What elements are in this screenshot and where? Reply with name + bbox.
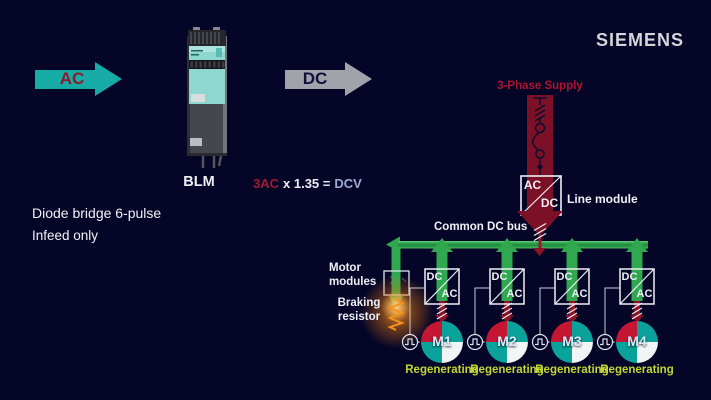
motor-2-status: Regenerating: [470, 364, 544, 376]
supply-bus-connection: [533, 222, 547, 256]
module-4-ac-label: AC: [636, 288, 653, 300]
motor-4-label: M4: [627, 333, 647, 349]
encoder-icon: [466, 333, 486, 351]
module-3-dc-label: DC: [556, 271, 573, 283]
disconnect-switch-icon: [532, 97, 547, 176]
encoder-icon: [401, 333, 421, 351]
dc-arrow-label: DC: [302, 69, 328, 88]
encoder-icon: [531, 333, 551, 351]
formula-input: 3AC: [253, 176, 280, 191]
motor-4-status: Regenerating: [600, 364, 674, 376]
motor-icon: [616, 321, 658, 363]
description-line-1: Diode bridge 6-pulse: [32, 205, 162, 221]
motor-1-label: M1: [432, 333, 452, 349]
motor-column-4: [596, 238, 658, 363]
braking-resistor-icon: [387, 298, 405, 331]
encoder-icon: [596, 333, 616, 351]
siemens-logo: SIEMENS: [596, 30, 685, 50]
dc-bus-label: Common DC bus: [434, 221, 528, 233]
motor-1-status: Regenerating: [405, 364, 479, 376]
formula-output: DCV: [334, 176, 362, 191]
voltage-formula: 3AC x 1.35 = DCV: [253, 176, 362, 191]
braking-down-arrow: [391, 248, 401, 298]
ac-arrow-label: AC: [59, 69, 85, 88]
motor-icon: [551, 321, 593, 363]
supply-label: 3-Phase Supply: [497, 80, 583, 92]
motor-3-status: Regenerating: [535, 364, 609, 376]
motor-icon: [486, 321, 528, 363]
line-module-ac-label: AC: [523, 178, 542, 192]
motor-2-label: M2: [497, 333, 517, 349]
motor-column-3: [531, 238, 593, 363]
description-line-2: Infeed only: [32, 228, 99, 243]
module-4-dc-label: DC: [621, 271, 638, 283]
motor-3-label: M3: [562, 333, 582, 349]
blm-device-image: [187, 27, 227, 168]
braking-resistor-label: Braking resistor: [337, 297, 381, 323]
formula-operation: x 1.35 =: [283, 176, 331, 191]
line-module-dc-label: DC: [540, 196, 559, 210]
supply-down-arrow: [517, 211, 563, 236]
module-3-ac-label: AC: [571, 288, 588, 300]
blm-label: BLM: [183, 174, 215, 190]
module-1-ac-label: AC: [441, 288, 458, 300]
motor-column-1: [401, 238, 463, 363]
motor-modules-label: Motor modules: [329, 262, 377, 288]
supply-feed-band: [527, 95, 553, 212]
line-module-label: Line module: [567, 192, 638, 206]
ac-flow-arrow-icon: [35, 62, 122, 96]
module-2-dc-label: DC: [491, 271, 508, 283]
dc-bus: [386, 236, 648, 253]
module-1-dc-label: DC: [426, 271, 443, 283]
motor-column-2: [466, 238, 528, 363]
module-2-ac-label: AC: [506, 288, 523, 300]
dc-flow-arrow-icon: [285, 62, 372, 96]
motor-icon: [421, 321, 463, 363]
braking-column: [360, 248, 434, 349]
